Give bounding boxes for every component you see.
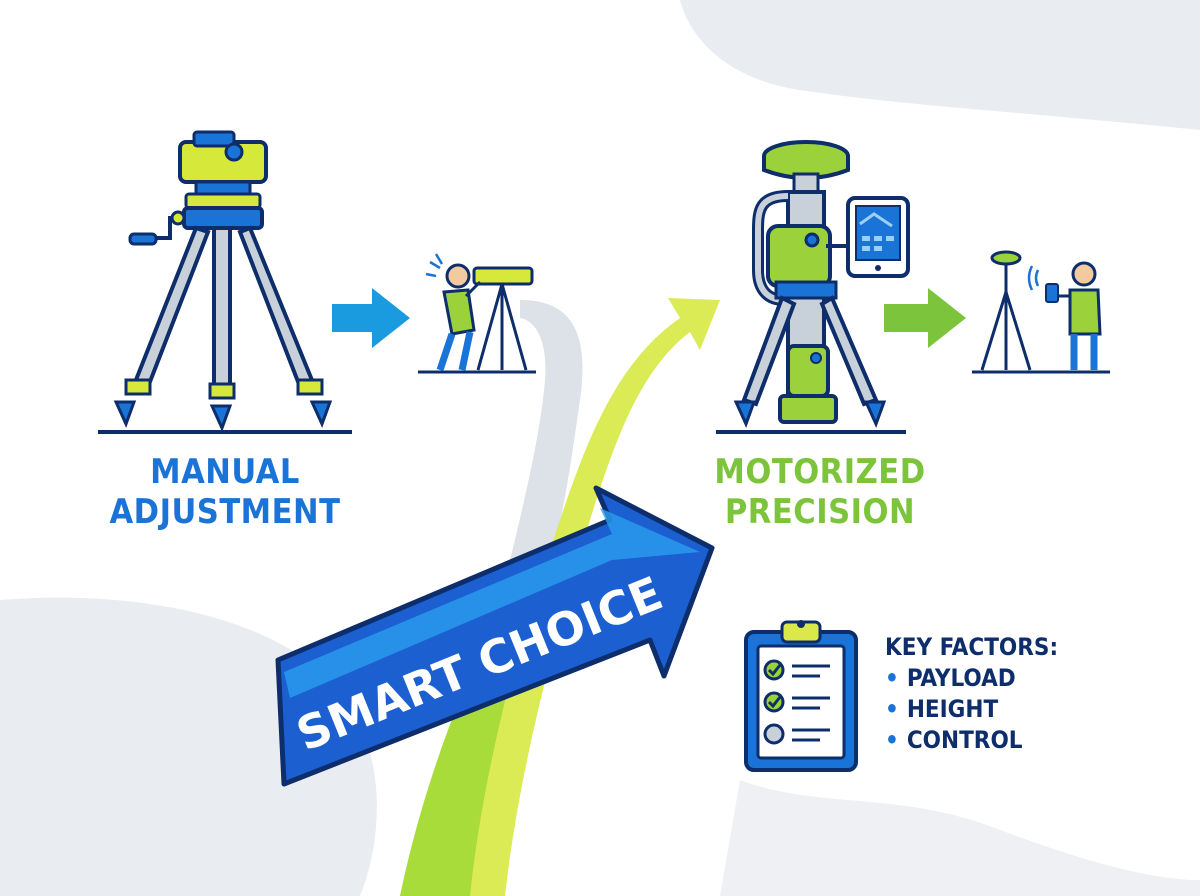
- bullet-icon: •: [885, 664, 899, 692]
- key-factor-label: PAYLOAD: [906, 664, 1016, 692]
- surveyor-manual-icon: [418, 253, 536, 374]
- manual-caption-line2: ADJUSTMENT: [109, 492, 341, 532]
- key-factor-label: HEIGHT: [906, 695, 999, 723]
- green-arrow: [884, 288, 966, 348]
- key-factor-item: •CONTROL: [885, 725, 1135, 756]
- motorized-stand-icon: [716, 140, 906, 434]
- key-factor-item: •HEIGHT: [885, 694, 1135, 725]
- bullet-icon: •: [885, 695, 899, 723]
- bullet-icon: •: [885, 726, 899, 754]
- background-blob-top-right: [680, 0, 1200, 130]
- background-blob-bottom-right: [720, 780, 1200, 896]
- motorized-caption-line1: MOTORIZED: [714, 452, 926, 492]
- key-factor-item: •PAYLOAD: [885, 663, 1135, 694]
- key-factors-list: KEY FACTORS: •PAYLOAD •HEIGHT •CONTROL: [885, 632, 1135, 756]
- motorized-caption-line2: PRECISION: [724, 492, 916, 532]
- check-icon: [763, 691, 785, 713]
- check-icon: [763, 659, 785, 681]
- clipboard-checklist-icon: [744, 620, 858, 772]
- blue-arrow: [332, 288, 410, 348]
- manual-adjustment-caption: MANUAL ADJUSTMENT: [95, 452, 355, 532]
- tablet-icon: [846, 196, 910, 278]
- yellow-swoosh-arrow: [440, 298, 720, 896]
- unchecked-circle: [763, 723, 785, 745]
- tripod-level-icon: [98, 130, 352, 434]
- manual-caption-line1: MANUAL: [150, 452, 300, 492]
- key-factor-label: CONTROL: [906, 726, 1023, 754]
- gps-receiver-icon: [972, 250, 1110, 374]
- motorized-precision-caption: MOTORIZED PRECISION: [690, 452, 950, 532]
- key-factors-title: KEY FACTORS:: [885, 633, 1059, 661]
- background-swoosh-gray: [500, 300, 583, 600]
